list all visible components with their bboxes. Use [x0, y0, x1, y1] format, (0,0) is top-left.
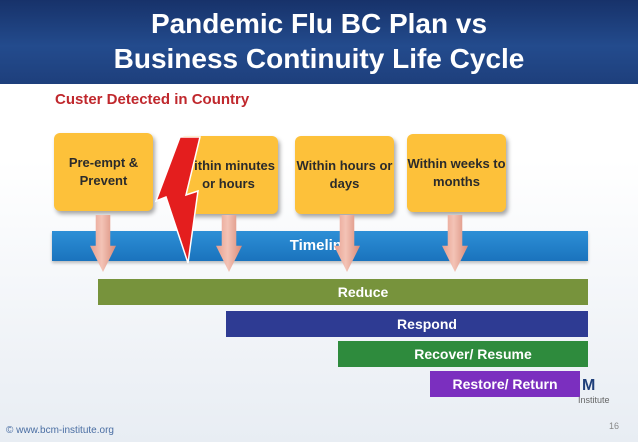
logo-letter: M — [582, 377, 596, 394]
bar-reduce-label: Reduce — [337, 284, 389, 300]
bcm-institute-logo: M Institute — [578, 375, 638, 415]
title-line-1: Pandemic Flu BC Plan vs — [150, 8, 488, 39]
logo-subtext: Institute — [578, 395, 610, 405]
phase-box-hours: Within hours or days — [295, 136, 394, 214]
slide-header — [0, 0, 638, 84]
bar-respond-label: Respond — [397, 316, 457, 332]
slide-title: Pandemic Flu BC Plan vs Business Continu… — [0, 6, 638, 76]
bar-recover-label: Recover/ Resume — [414, 346, 532, 362]
page-number: 16 — [609, 421, 620, 431]
bar-restore: Restore/ Return — [430, 371, 580, 397]
bar-respond: Respond — [226, 311, 588, 337]
footer-website: © www.bcm-institute.org — [6, 425, 114, 436]
phase-box-weeks: Within weeks to months — [407, 134, 506, 212]
timeline-bar: Timeline — [52, 231, 588, 261]
bar-restore-label: Restore/ Return — [452, 376, 558, 392]
lightning-bolt-icon — [154, 136, 201, 264]
phase-box-preempt: Pre-empt & Prevent — [54, 133, 153, 211]
subtitle: Custer Detected in Country — [55, 91, 250, 108]
title-line-2: Business Continuity Life Cycle — [113, 43, 525, 74]
bar-reduce: Reduce — [98, 279, 588, 305]
bar-recover: Recover/ Resume — [338, 341, 588, 367]
